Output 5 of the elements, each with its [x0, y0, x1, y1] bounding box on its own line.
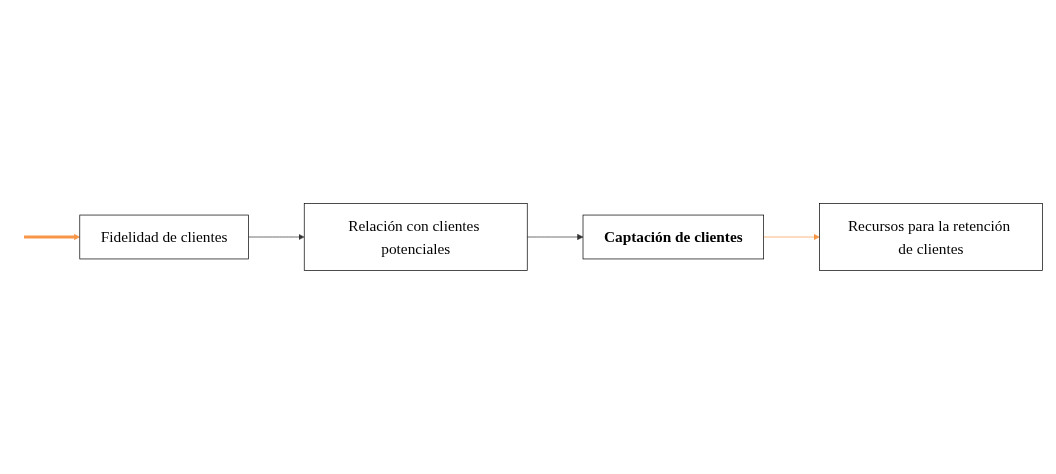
arrow: [24, 233, 81, 241]
node-box: Captación de clientes: [582, 214, 764, 260]
node-box: Relación con clientes potenciales: [303, 203, 528, 271]
node-box: Fidelidad de clientes: [79, 214, 249, 260]
node-box: Recursos para la retención de clientes: [819, 203, 1043, 271]
